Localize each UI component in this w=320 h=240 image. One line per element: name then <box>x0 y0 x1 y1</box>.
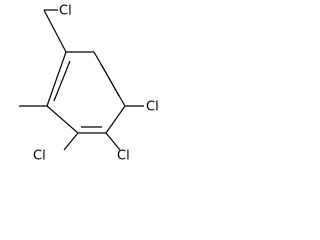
bond-ring-to-cl-bottom-right <box>105 132 121 151</box>
bond-ring-bottom-left-left <box>46 105 79 134</box>
bond-ring-left-inner-double <box>53 60 71 102</box>
atom-label-cl-chloromethyl: Cl <box>59 4 72 19</box>
ring-bonds <box>46 51 126 134</box>
atom-labels: Cl Cl Cl Cl <box>33 4 159 164</box>
bond-ring-to-ch2 <box>43 9 67 53</box>
chemical-structure-diagram: Cl Cl Cl Cl <box>19 4 159 164</box>
bond-ring-left-top-left <box>46 51 67 107</box>
atom-label-cl-ring-bottom-right: Cl <box>117 149 130 164</box>
bond-ring-right-bottom-right <box>105 105 126 134</box>
atom-label-cl-ring-bottom-left: Cl <box>33 149 46 164</box>
atom-label-cl-ring-right: Cl <box>146 100 159 115</box>
bond-ring-right-inner-double <box>100 63 120 97</box>
bond-ring-to-cl-bottom-left <box>63 132 79 151</box>
substituent-bonds <box>19 9 144 151</box>
